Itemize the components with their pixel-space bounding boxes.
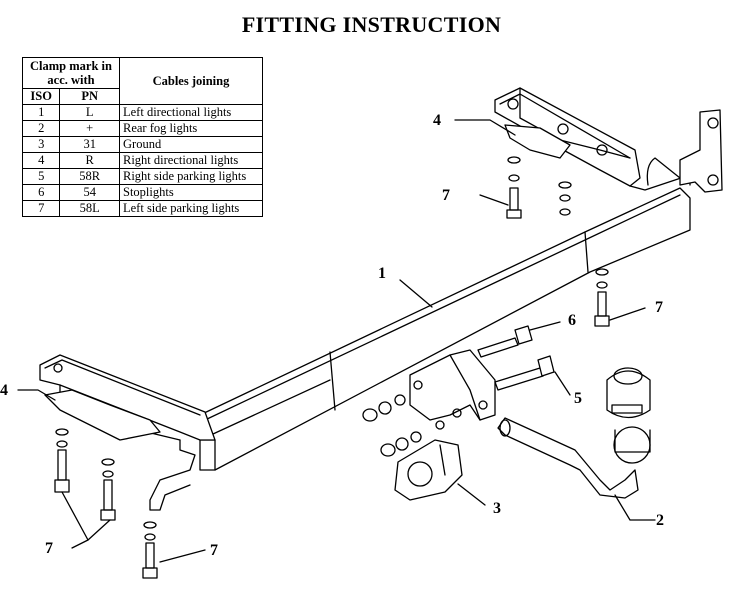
part-label-4-left: 4	[0, 382, 8, 399]
pn-cell: 54	[59, 184, 120, 201]
towball-arm	[497, 367, 651, 499]
table-header-clamp: Clamp mark in acc. with	[22, 57, 120, 89]
table-header-pn: PN	[59, 88, 120, 105]
page-title: FITTING INSTRUCTION	[241, 12, 502, 37]
part-label-7-top: 7	[442, 187, 450, 204]
cable-desc-cell: Stoplights	[119, 184, 263, 201]
right-bracket	[494, 87, 723, 193]
part-label-2: 2	[656, 512, 664, 529]
cable-desc-cell: Right directional lights	[119, 152, 263, 169]
left-bolts	[54, 428, 158, 579]
cable-desc-cell: Left side parking lights	[119, 200, 263, 217]
part-label-1: 1	[378, 265, 386, 282]
leader-lines	[17, 119, 656, 563]
iso-cell: 5	[21, 168, 61, 185]
iso-cell: 7	[21, 200, 61, 217]
bolt-5	[494, 355, 555, 391]
crossbar	[199, 187, 691, 471]
bolt-6	[477, 325, 533, 358]
part-label-5: 5	[574, 390, 582, 407]
part-label-6: 6	[568, 312, 576, 329]
right-plate	[504, 124, 571, 159]
cables-joining-table: Clamp mark in acc. with Cables joining I…	[21, 57, 263, 217]
cable-desc-cell: Right side parking lights	[119, 168, 263, 185]
table-header-cables: Cables joining	[119, 57, 263, 105]
pn-cell: 58L	[59, 200, 120, 217]
part-label-7-left: 7	[45, 540, 53, 557]
part-label-3: 3	[493, 500, 501, 517]
part-label-4-right: 4	[433, 112, 441, 129]
left-plate	[44, 389, 161, 441]
socket-plate	[394, 439, 463, 501]
socket-nuts	[362, 394, 445, 457]
right-bolts	[506, 156, 610, 327]
cable-desc-cell: Ground	[119, 136, 263, 153]
part-label-7-right: 7	[655, 299, 663, 316]
center-bracket	[409, 349, 496, 421]
part-label-7-bottom: 7	[210, 542, 218, 559]
pn-cell: 31	[59, 136, 120, 153]
